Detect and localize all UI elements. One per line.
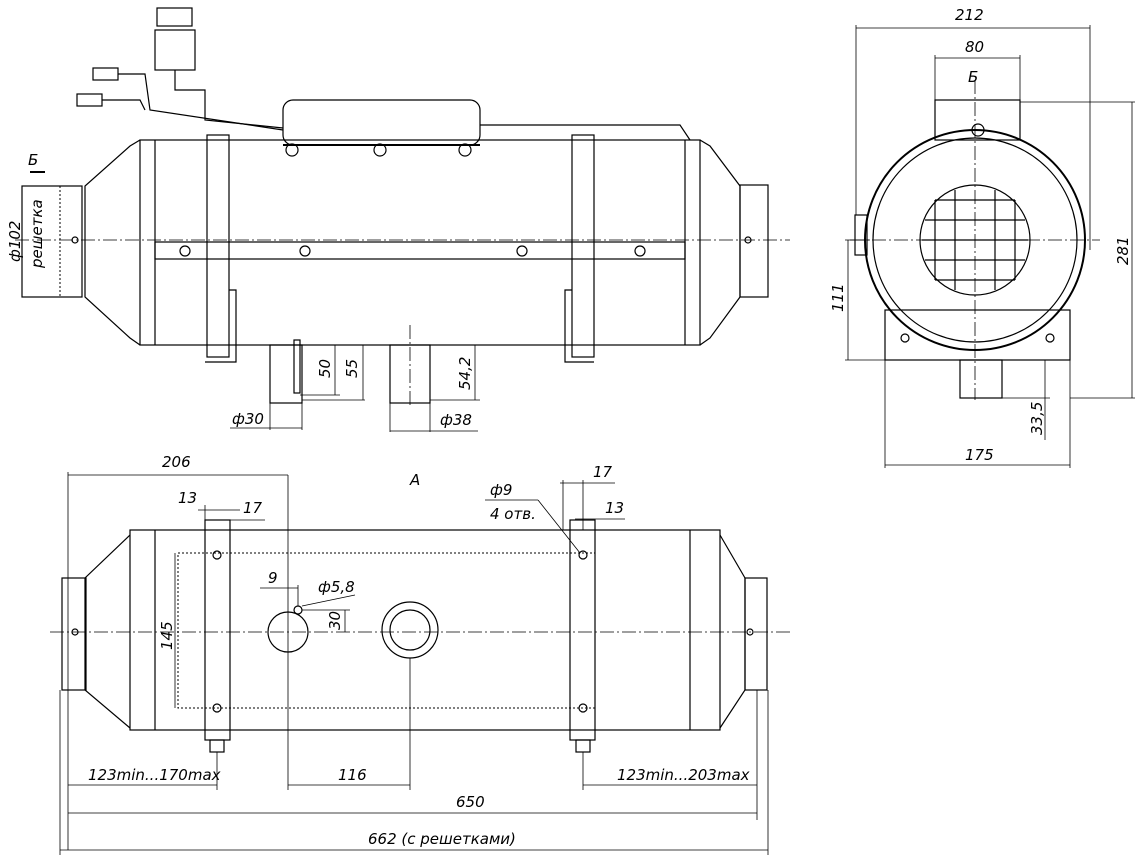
dim-212: 212 <box>955 6 984 24</box>
pipe-fuel <box>269 344 303 404</box>
bracket <box>959 359 1003 399</box>
dim-pipe2-diameter: ф38 <box>440 411 472 429</box>
outlet-cone-bottom <box>719 534 746 729</box>
heater-body-bottom <box>129 529 721 731</box>
inlet-cone <box>84 139 141 346</box>
mounting-hole-pattern <box>177 552 596 709</box>
grille-mesh <box>922 190 1028 290</box>
mounting-rail <box>154 241 686 260</box>
view-mark-b: Б <box>968 68 978 86</box>
dim-80: 80 <box>965 38 984 56</box>
bottom-view: А 206 13 17 17 13 ф9 4 отв. <box>50 453 790 855</box>
section-mark-b: Б <box>28 151 38 169</box>
hole-count: 4 отв. <box>490 505 536 523</box>
dim-281: 281 <box>1114 236 1132 265</box>
view-mark-a: А <box>409 471 420 489</box>
dim-116: 116 <box>338 766 367 784</box>
dim-662-total: 662 (с решетками) <box>368 830 516 848</box>
dim-inlet-diameter: ф102 <box>6 221 24 262</box>
dim-54-2: 54,2 <box>456 357 474 390</box>
dim-50: 50 <box>316 359 334 378</box>
front-view: Б ф102 решетка 50 55 ф30 54,2 ф38 <box>6 7 790 432</box>
left-range: 123min...170max <box>88 766 221 784</box>
dim-33-5: 33,5 <box>1028 402 1046 435</box>
control-unit <box>282 99 481 146</box>
dim-111: 111 <box>829 283 847 312</box>
strap-right <box>571 134 595 358</box>
outlet-cone <box>699 139 741 346</box>
inlet-cone-bottom <box>84 534 131 729</box>
dim-650: 650 <box>456 793 485 811</box>
outlet-grille <box>739 184 769 298</box>
control-unit-side <box>934 99 1021 141</box>
dim-pipe1-diameter: ф30 <box>232 410 264 428</box>
dim-145: 145 <box>158 621 176 650</box>
connectors <box>76 7 284 131</box>
side-view: Б 212 80 281 111 33,5 175 <box>829 6 1135 468</box>
dim-hole-diameter: ф9 <box>490 481 512 499</box>
dim-206: 206 <box>162 453 191 471</box>
dim-55: 55 <box>343 359 361 378</box>
dim-175: 175 <box>965 446 994 464</box>
grille-circle <box>919 184 1031 296</box>
base-plate <box>884 309 1071 361</box>
strap-left <box>206 134 230 358</box>
dim-17-right: 17 <box>593 463 613 481</box>
dim-30: 30 <box>326 611 344 630</box>
right-range: 123min...203max <box>617 766 750 784</box>
dim-9: 9 <box>268 569 278 587</box>
dim-17-left: 17 <box>243 499 263 517</box>
dim-small-hole-diameter: ф5,8 <box>318 578 355 596</box>
dim-13-left: 13 <box>178 489 197 507</box>
dim-13-right: 13 <box>605 499 624 517</box>
inlet-grille-label: решетка <box>28 199 46 269</box>
